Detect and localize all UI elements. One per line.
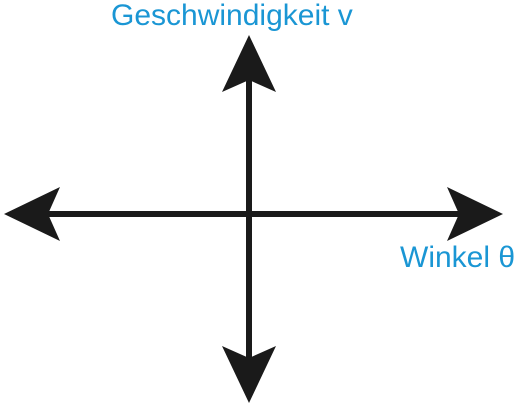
horizontal-axis-left-arrowhead	[4, 187, 60, 241]
vertical-axis-down-arrowhead	[222, 346, 276, 403]
horizontal-axis-label: Winkel θ	[400, 241, 515, 274]
vertical-axis-label: Geschwindigkeit v	[111, 0, 353, 32]
vertical-axis-up-arrowhead	[222, 35, 276, 92]
horizontal-axis-right-arrowhead	[447, 187, 503, 241]
